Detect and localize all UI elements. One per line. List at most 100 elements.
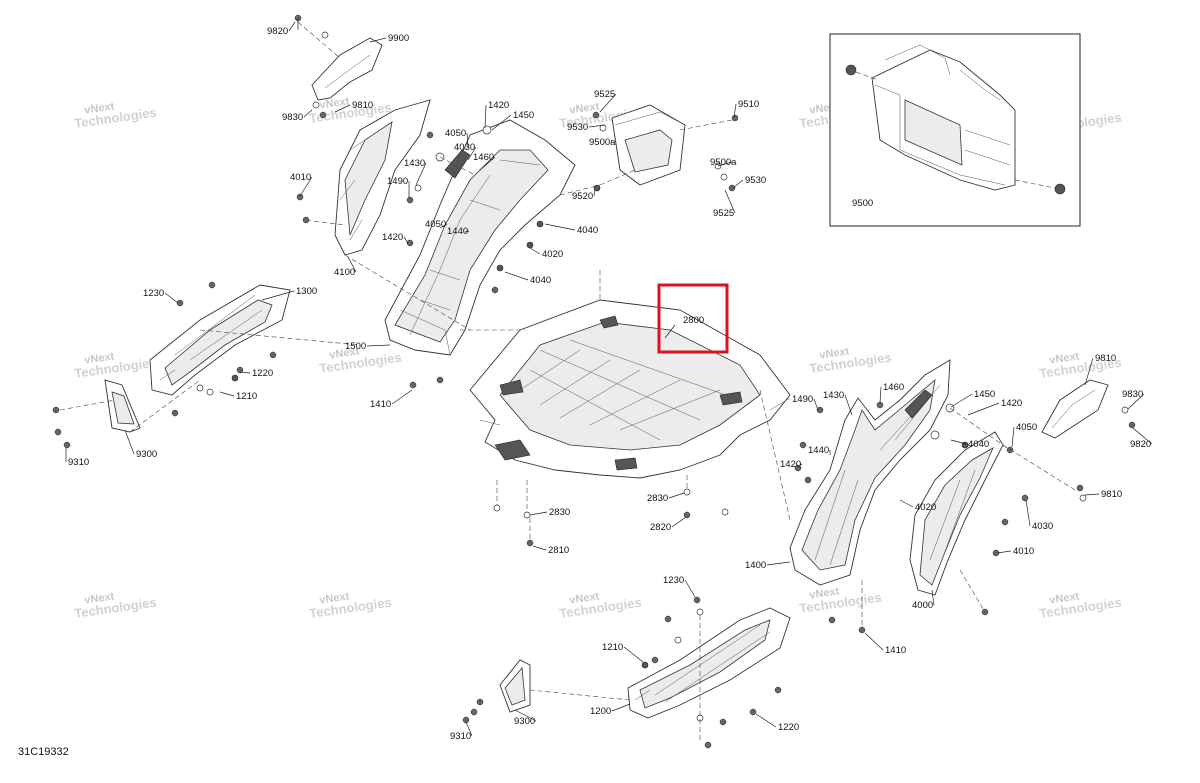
part-number-label: 1420 <box>382 232 403 243</box>
leader-line <box>668 492 685 499</box>
leader-line <box>464 230 470 233</box>
part-9300-left-mudflap <box>52 379 141 449</box>
leader-line <box>529 247 541 255</box>
leader-line <box>599 93 617 113</box>
watermark-text: vNext <box>1049 590 1081 606</box>
part-number-label: 4030 <box>1032 521 1053 532</box>
leader-line <box>369 37 387 43</box>
part-number-label: 1210 <box>236 391 257 402</box>
leader-line <box>466 132 469 149</box>
part-number-label: 1300 <box>296 286 317 297</box>
part-2800-floor-pan <box>469 299 791 479</box>
leader-line <box>610 139 613 143</box>
part-number-label: 2820 <box>650 522 671 533</box>
part-number-label: 1430 <box>823 390 844 401</box>
part-number-label: 9300 <box>136 449 157 460</box>
part-number-label: 1410 <box>885 645 906 656</box>
leader-line <box>439 223 448 229</box>
part-number-label: 9525 <box>713 208 734 219</box>
part-number-label: 9530 <box>567 122 588 133</box>
part-1500-left-console <box>384 119 576 356</box>
leader-line <box>724 189 736 214</box>
part-number-label: 1200 <box>590 706 611 717</box>
leader-line <box>288 21 296 32</box>
part-number-label: 4020 <box>915 502 936 513</box>
part-number-label: 9525 <box>594 89 615 100</box>
part-number-label: 9900 <box>388 33 409 44</box>
watermark-text: vNext <box>319 95 351 111</box>
leader-line <box>303 109 313 118</box>
leader-line <box>415 162 427 186</box>
part-number-label: 4010 <box>1013 546 1034 557</box>
part-number-label: 9310 <box>68 457 89 468</box>
leader-line <box>391 389 413 405</box>
part-number-label: 1430 <box>404 158 425 169</box>
part-number-label: 2830 <box>647 493 668 504</box>
part-number-label: 9310 <box>450 731 471 742</box>
part-number-label: 9500a <box>710 157 737 168</box>
part-number-label: 1460 <box>473 152 494 163</box>
diagram-code: 31C19332 <box>18 746 69 758</box>
highlight-2800 <box>657 283 729 354</box>
part-9800-bracket <box>1041 379 1136 502</box>
leader-line <box>684 579 696 598</box>
leader-line <box>299 176 313 197</box>
part-9900-bracket <box>294 14 383 119</box>
leader-line <box>732 179 744 189</box>
part-1400-right-console <box>789 359 951 586</box>
part-4000-right-side-panel <box>909 431 1004 596</box>
leader-line <box>593 189 596 197</box>
leader-line <box>219 391 235 397</box>
part-number-label: 1230 <box>663 575 684 586</box>
part-number-label: 9810 <box>1101 489 1122 500</box>
part-number-label: 4100 <box>334 267 355 278</box>
watermark-text: vNext <box>84 100 116 116</box>
part-number-label: 1210 <box>602 642 623 653</box>
part-number-label: 1410 <box>370 399 391 410</box>
part-1200-right-footrest <box>627 596 791 749</box>
part-4100-left-side-panel <box>334 99 431 256</box>
watermark-text: vNext <box>569 590 601 606</box>
leader-line <box>347 256 357 273</box>
leader-line <box>717 161 733 167</box>
part-number-label: 4030 <box>454 142 475 153</box>
leader-line <box>899 499 914 508</box>
leader-line <box>532 545 547 551</box>
part-number-label: 4000 <box>912 600 933 611</box>
part-9500-center-bracket <box>592 104 739 192</box>
part-number-label: 9510 <box>738 99 759 110</box>
misc-fasteners <box>296 125 1029 634</box>
part-number-label: 1460 <box>883 382 904 393</box>
watermark-text: vNext <box>319 590 351 606</box>
leader-line <box>1127 393 1145 410</box>
part-number-label: 4040 <box>577 225 598 236</box>
watermark-text: vNext <box>819 345 851 361</box>
leader-line <box>950 393 973 408</box>
leader-line <box>1011 426 1015 448</box>
part-number-label: 4040 <box>968 439 989 450</box>
part-number-label: 9820 <box>1130 439 1151 450</box>
leader-line <box>755 713 777 728</box>
inset-detail-9500 <box>829 33 1081 227</box>
part-number-label: 1400 <box>745 560 766 571</box>
part-number-label: 1420 <box>780 459 801 470</box>
leader-line <box>1025 499 1031 527</box>
part-number-label: 1230 <box>143 288 164 299</box>
leader-line <box>733 103 737 118</box>
leader-line <box>334 104 351 113</box>
part-number-label: 9820 <box>267 26 288 37</box>
part-number-label: 9810 <box>1095 353 1116 364</box>
part-number-label: 4020 <box>542 249 563 260</box>
leader-line <box>799 463 803 466</box>
part-number-label: 1500 <box>345 341 366 352</box>
leader-line <box>1132 427 1153 445</box>
part-number-label: 1450 <box>513 110 534 121</box>
leader-line <box>967 402 1000 416</box>
watermark-text: vNext <box>329 345 361 361</box>
part-number-label: 2830 <box>549 507 570 518</box>
leader-line <box>950 439 967 445</box>
leader-line <box>504 271 529 281</box>
leader-line <box>491 114 512 131</box>
